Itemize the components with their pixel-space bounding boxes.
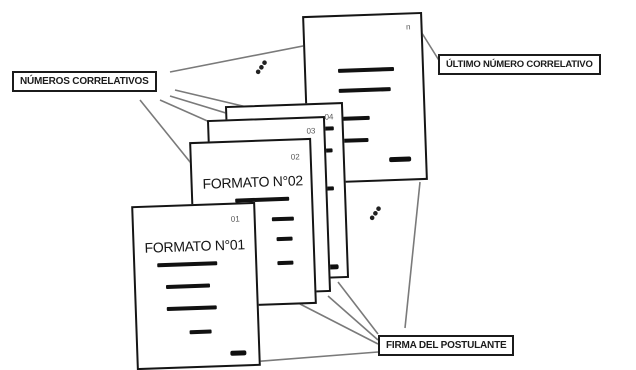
- label-correlative-numbers: NÚMEROS CORRELATIVOS: [12, 71, 157, 92]
- label-signature: FIRMA DEL POSTULANTE: [378, 335, 515, 356]
- signature-line-03: [327, 295, 379, 341]
- document-title: FORMATO N°02: [202, 172, 304, 192]
- signature-line-02: [299, 303, 379, 345]
- text-line: [339, 115, 370, 121]
- text-line: [338, 87, 391, 93]
- signature-line-n: [404, 181, 421, 329]
- document-number: 04: [324, 112, 334, 122]
- text-line: [337, 66, 395, 73]
- document-number: 03: [306, 126, 316, 136]
- text-line: [165, 283, 211, 290]
- pointer-line-last: [419, 29, 441, 63]
- document-01: 01 FORMATO N°01: [131, 201, 261, 370]
- signature-mark: [230, 350, 247, 356]
- text-line: [166, 305, 217, 312]
- text-line: [277, 260, 294, 266]
- text-line: [157, 261, 218, 268]
- text-line: [271, 216, 294, 222]
- label-last-number: ÚLTIMO NÚMERO CORRELATIVO: [438, 54, 601, 75]
- document-number: 01: [230, 214, 240, 224]
- signature-line-04: [337, 281, 379, 335]
- text-line: [342, 137, 369, 143]
- signature-mark: [389, 156, 412, 163]
- signature-line-01: [249, 351, 379, 363]
- document-number: n: [405, 22, 411, 32]
- document-title: FORMATO N°01: [144, 236, 246, 256]
- text-line: [189, 329, 212, 335]
- text-line: [276, 236, 293, 242]
- document-number: 02: [290, 152, 300, 162]
